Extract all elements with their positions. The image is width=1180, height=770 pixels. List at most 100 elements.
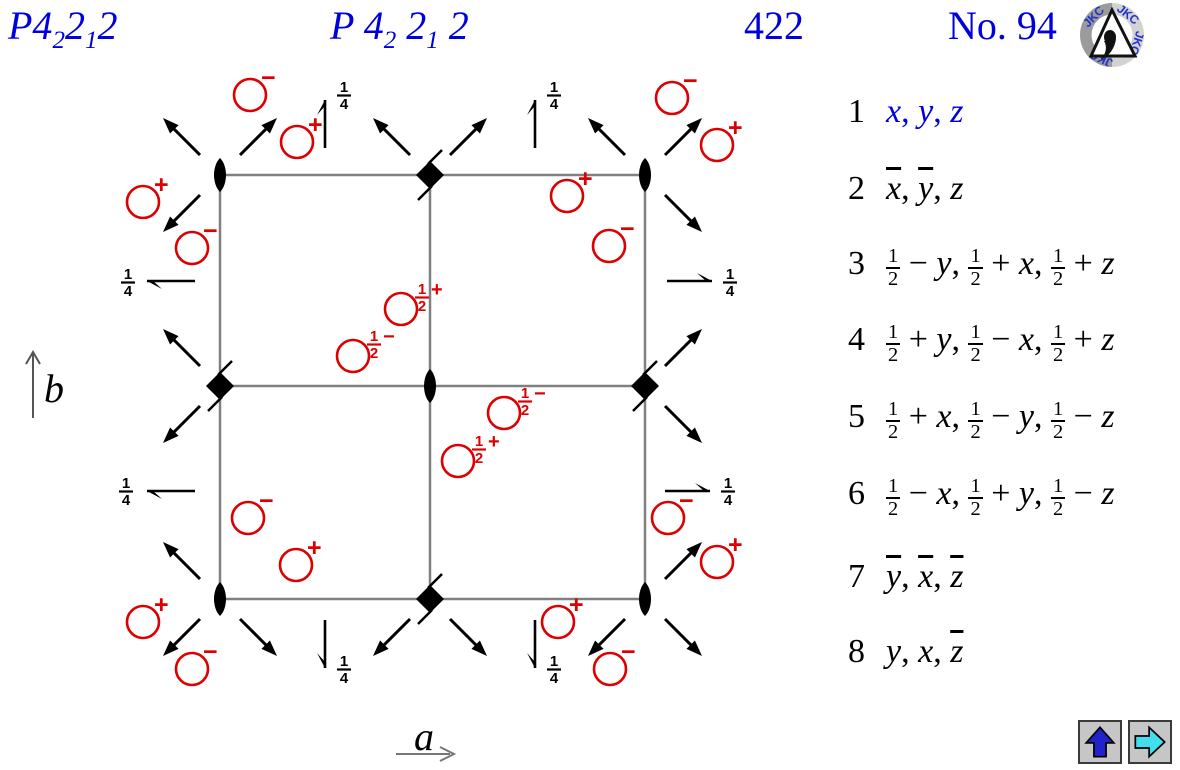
svg-text:1: 1	[122, 475, 130, 492]
general-position: −	[174, 638, 218, 687]
twofold-rotation-arrow	[663, 118, 702, 157]
twofold-rotation-arrow	[163, 329, 202, 368]
height-sign: +	[308, 111, 323, 139]
fraction-label: 12	[518, 385, 532, 419]
svg-text:4: 4	[122, 492, 131, 509]
position-number: 1	[848, 93, 865, 130]
svg-text:1: 1	[340, 653, 348, 670]
general-position: −	[591, 215, 635, 264]
height-sign: +	[728, 531, 743, 559]
position-number: 5	[848, 398, 865, 435]
twofold-axis-symbol	[639, 158, 651, 192]
position-number: 7	[848, 558, 865, 595]
fraction-label: 12	[472, 433, 486, 467]
height-sign: +	[307, 534, 322, 562]
fraction-label: 14	[121, 266, 135, 300]
screw-axis-half-arrow: 14	[665, 475, 735, 509]
svg-text:1: 1	[124, 266, 132, 283]
general-position: 12+	[383, 279, 443, 327]
twofold-rotation-arrow	[373, 617, 412, 656]
twofold-rotation-arrow	[163, 542, 202, 581]
svg-text:4: 4	[340, 670, 349, 687]
height-sign: +	[578, 165, 593, 193]
twofold-axis-symbol	[424, 369, 436, 403]
point-group-label: 422	[744, 3, 804, 48]
twofold-axis-symbol	[639, 582, 651, 616]
twofold-rotation-arrow	[163, 193, 202, 232]
twofold-rotation-arrow	[448, 617, 487, 656]
svg-text:1: 1	[724, 475, 732, 492]
twofold-rotation-arrow	[588, 617, 627, 656]
fraction-label: 14	[337, 79, 351, 113]
fraction-label: 14	[119, 475, 133, 509]
svg-text:1: 1	[550, 653, 558, 670]
fraction-label: 14	[547, 79, 561, 113]
screw-axis-half-arrow: 14	[527, 79, 561, 148]
screw-axis-half-arrow: 14	[119, 475, 195, 509]
fourfold-screw-axis-symbol	[416, 573, 444, 625]
b-axis-label: b	[44, 366, 64, 411]
screw-axis-half-arrow: 14	[317, 79, 351, 148]
svg-text:1: 1	[550, 79, 558, 96]
axis-b: b	[25, 350, 64, 418]
right-arrow-icon	[1134, 725, 1166, 759]
fraction-label: 14	[337, 653, 351, 687]
position-number: 3	[848, 245, 865, 282]
fourfold-screw-axis-symbol	[631, 360, 659, 412]
general-position: 12+	[440, 431, 500, 479]
position-coordinates: y, x, z	[886, 558, 964, 595]
twofold-axis-symbol	[214, 158, 226, 192]
height-sign: +	[569, 591, 584, 619]
twofold-axis-symbol	[214, 582, 226, 616]
general-position: +	[699, 114, 743, 163]
svg-text:1: 1	[370, 328, 378, 345]
svg-text:1: 1	[418, 281, 426, 298]
fraction-label: 14	[723, 266, 737, 300]
svg-text:2: 2	[418, 298, 426, 315]
general-position: +	[540, 591, 584, 640]
twofold-rotation-arrow	[448, 118, 487, 157]
fourfold-screw-axis-symbol	[416, 149, 444, 201]
height-sign: +	[488, 431, 500, 453]
fraction-label: 12	[367, 328, 381, 362]
height-sign: −	[620, 215, 635, 243]
fraction-label: 14	[547, 653, 561, 687]
svg-text:1: 1	[340, 79, 348, 96]
up-arrow-icon	[1084, 726, 1116, 758]
spacegroup-number-label: No. 94	[948, 3, 1057, 48]
svg-text:4: 4	[340, 96, 349, 113]
twofold-rotation-arrow	[238, 118, 277, 157]
twofold-rotation-arrow	[163, 617, 202, 656]
svg-text:1: 1	[521, 385, 529, 402]
twofold-rotation-arrow	[163, 118, 202, 157]
general-position: −	[650, 487, 694, 536]
height-sign: −	[383, 326, 395, 348]
screw-axis-half-arrow: 14	[121, 266, 195, 300]
nav-up-button[interactable]	[1078, 720, 1122, 764]
nav-next-button[interactable]	[1128, 720, 1172, 764]
fraction-label: 12	[415, 281, 429, 315]
fourfold-screw-axis-symbol	[206, 360, 234, 412]
general-position: −	[654, 67, 698, 116]
screw-axis-half-arrow: 14	[527, 620, 561, 687]
height-sign: +	[154, 171, 169, 199]
twofold-rotation-arrow	[373, 118, 412, 157]
height-sign: −	[261, 64, 276, 92]
general-position: +	[279, 111, 323, 160]
height-sign: +	[431, 279, 443, 301]
screw-axis-half-arrow: 14	[317, 620, 351, 687]
svg-text:2: 2	[370, 345, 378, 362]
height-sign: −	[203, 217, 218, 245]
general-position: −	[232, 64, 276, 113]
general-position: −	[592, 638, 636, 687]
general-position: +	[549, 165, 593, 214]
height-sign: −	[259, 487, 274, 515]
